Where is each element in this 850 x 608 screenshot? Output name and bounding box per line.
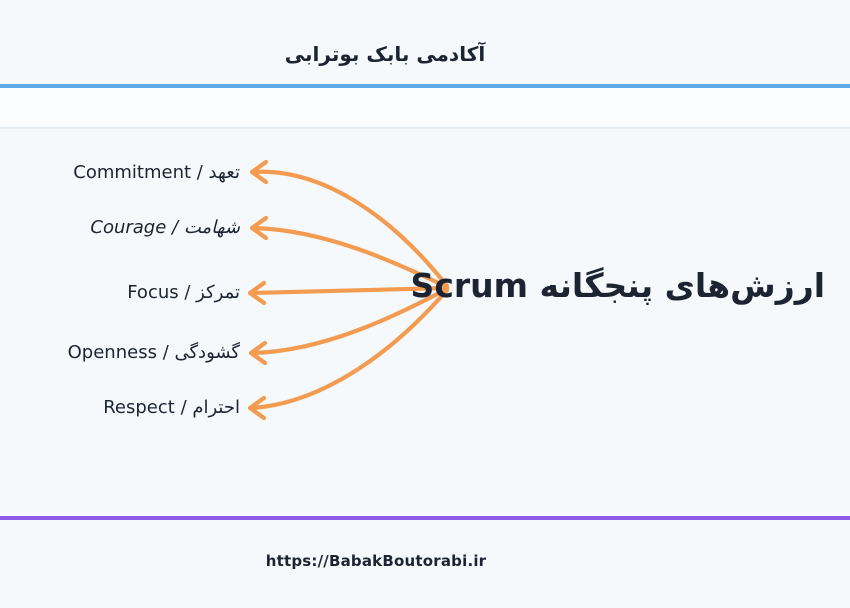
content-divider-line xyxy=(0,127,850,129)
academy-header-title: آکادمی بابک بوترابی xyxy=(284,42,486,66)
arrow-curve-courage xyxy=(251,225,450,290)
arrow-curve-openness xyxy=(250,286,450,356)
diagram-title: ارزش‌های پنجگانه Scrum xyxy=(410,266,825,305)
arrowhead-left-icon xyxy=(249,159,269,185)
value-label-respect: احترام / Respect xyxy=(103,397,240,418)
arrowhead-left-icon xyxy=(247,395,267,421)
header-subband xyxy=(0,88,850,127)
value-label-courage: شهامت / Courage xyxy=(90,217,240,238)
value-label-focus: تمرکز / Focus xyxy=(127,282,240,303)
arrow-curve-commitment xyxy=(251,169,450,289)
footer-divider-line xyxy=(0,516,850,520)
value-label-commitment: تعهد / Commitment xyxy=(73,162,240,183)
website-url: https://BabakBoutorabi.ir xyxy=(265,552,487,570)
arrows-graphic xyxy=(247,159,450,421)
arrow-curve-focus xyxy=(249,285,450,296)
arrowhead-left-icon xyxy=(249,215,269,241)
value-label-openness: گشودگی / Openness xyxy=(67,342,240,363)
arrow-curve-respect xyxy=(249,287,450,411)
header-divider-line xyxy=(0,84,850,88)
arrowhead-left-icon xyxy=(247,280,267,306)
arrowhead-left-icon xyxy=(248,340,268,366)
